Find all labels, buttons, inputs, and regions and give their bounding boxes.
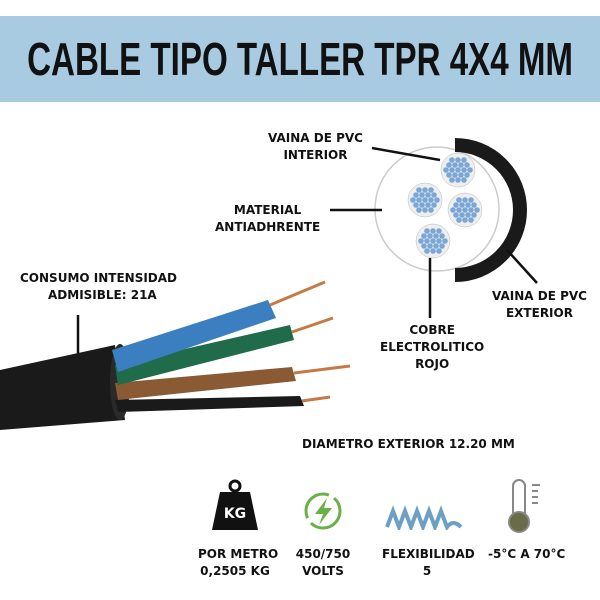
copper-strand (422, 197, 428, 203)
copper-strand (425, 202, 431, 208)
copper-strand (458, 172, 464, 178)
copper-strand (462, 197, 468, 203)
weight-kg-text: KG (224, 506, 246, 522)
copper-strand (416, 197, 422, 203)
copper-strand (459, 202, 465, 208)
copper-strand (461, 177, 467, 183)
copper-strand (446, 162, 452, 168)
copper-strand (425, 192, 431, 198)
copper-strand (461, 157, 467, 163)
copper-strand (436, 248, 442, 254)
copper-strand (464, 172, 470, 178)
copper-strand (439, 233, 445, 239)
copper-strand (453, 212, 459, 218)
copper-strand (413, 202, 419, 208)
copper-strand (450, 207, 456, 213)
copper-strand (446, 172, 452, 178)
copper-strand (455, 177, 461, 183)
weight-kg-icon: KG (212, 479, 258, 530)
copper-strand (471, 202, 477, 208)
copper-strand (431, 192, 437, 198)
copper-strand (474, 207, 480, 213)
copper-strand (424, 248, 430, 254)
copper-strand (458, 162, 464, 168)
copper-strand (419, 202, 425, 208)
copper-strand (455, 167, 461, 173)
title-banner: CABLE TIPO TALLER TPR 4X4 MM (0, 16, 600, 102)
copper-strand (453, 202, 459, 208)
copper-strand (449, 157, 455, 163)
copper-strand (443, 167, 449, 173)
copper-strand (424, 228, 430, 234)
copper-strand (465, 202, 471, 208)
copper-strand (459, 212, 465, 218)
copper-strand (421, 233, 427, 239)
spring-wave-icon (385, 505, 463, 530)
copper-strand (471, 212, 477, 218)
thermometer-icon (508, 479, 540, 533)
copper-strand (468, 217, 474, 223)
leader-lines (76, 146, 538, 375)
copper-strand (456, 217, 462, 223)
copper-strand (422, 207, 428, 213)
copper-strand (449, 177, 455, 183)
copper-strand (427, 233, 433, 239)
copper-strand (436, 228, 442, 234)
copper-strand (452, 162, 458, 168)
copper-strand (421, 243, 427, 249)
copper-strand (431, 202, 437, 208)
cable-cross-section (374, 138, 527, 282)
copper-strand (416, 187, 422, 193)
copper-strand (468, 197, 474, 203)
copper-strand (428, 197, 434, 203)
copper-strand (430, 238, 436, 244)
label-diametro: DIAMETRO EXTERIOR 12.20 MM (302, 437, 515, 451)
copper-strand (456, 197, 462, 203)
copper-strand (449, 167, 455, 173)
copper-strand (456, 207, 462, 213)
copper-strand (422, 187, 428, 193)
copper-strand (430, 228, 436, 234)
copper-strand (428, 187, 434, 193)
copper-strand (433, 243, 439, 249)
copper-strand (436, 238, 442, 244)
page-title: CABLE TIPO TALLER TPR 4X4 MM (27, 33, 573, 85)
copper-strand (462, 217, 468, 223)
copper-strand (464, 162, 470, 168)
copper-strand (413, 192, 419, 198)
copper-strand (462, 207, 468, 213)
copper-strand (468, 207, 474, 213)
copper-strand (467, 167, 473, 173)
copper-strand (424, 238, 430, 244)
copper-strand (416, 207, 422, 213)
copper-strand (428, 207, 434, 213)
copper-strand (455, 157, 461, 163)
lightning-icon (304, 492, 342, 530)
copper-strand (427, 243, 433, 249)
copper-strand (452, 172, 458, 178)
copper-strand (465, 212, 471, 218)
copper-strand (442, 238, 448, 244)
copper-strand (410, 197, 416, 203)
copper-strand (461, 167, 467, 173)
copper-strand (434, 197, 440, 203)
copper-strand (430, 248, 436, 254)
spec-temperature: -5°C A 70°C (488, 547, 566, 561)
copper-strand (439, 243, 445, 249)
copper-strand (419, 192, 425, 198)
copper-strand (418, 238, 424, 244)
cable-side-view (0, 280, 351, 430)
copper-strand (433, 233, 439, 239)
